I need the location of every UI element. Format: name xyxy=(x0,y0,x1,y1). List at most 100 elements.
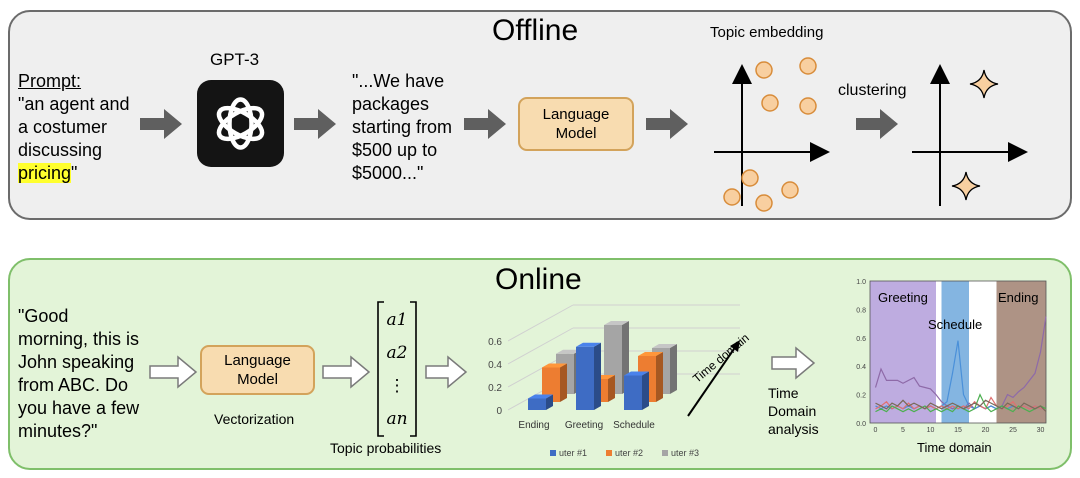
bar-side xyxy=(560,363,567,402)
bar-side xyxy=(594,342,601,410)
legend-swatch xyxy=(606,450,612,456)
embedding-dot xyxy=(755,61,773,79)
arrow-right-icon xyxy=(464,109,506,139)
utterance-line: from ABC. Do xyxy=(18,375,129,395)
generated-line: $5000..." xyxy=(352,163,424,183)
utterance-text: "Good morning, this is John speaking fro… xyxy=(18,305,139,443)
x-tick-label: 5 xyxy=(901,427,905,434)
x-tick-label: 20 xyxy=(982,427,990,434)
band-label-ending: Ending xyxy=(998,290,1039,305)
y-tick-label: 0.0 xyxy=(856,421,866,428)
x-tick-label: 30 xyxy=(1037,427,1045,434)
vector-entry: a1 xyxy=(386,310,408,330)
cluster-star-icon xyxy=(969,69,999,99)
vector-brackets xyxy=(377,301,417,437)
prompt-line: discussing xyxy=(18,140,103,160)
band-greeting xyxy=(870,281,936,423)
tda-line: analysis xyxy=(768,421,819,437)
utterance-line: "Good xyxy=(18,306,69,326)
grid-line xyxy=(507,327,574,365)
time-arrow xyxy=(687,345,737,417)
series-line xyxy=(875,399,1047,413)
openai-logo-icon xyxy=(197,80,284,167)
y-tick-label: 0.8 xyxy=(856,307,866,314)
lm-label: Language xyxy=(542,106,610,123)
arrow-right-icon xyxy=(294,109,336,139)
y-tick-label: 0 xyxy=(496,406,502,417)
embedding-dot xyxy=(741,169,759,187)
bar xyxy=(624,375,642,410)
generated-line: starting from xyxy=(352,117,453,137)
bar-side xyxy=(642,371,649,410)
lm-label: Language xyxy=(224,352,291,369)
bar-top xyxy=(528,394,553,399)
lm-label: Model xyxy=(237,371,278,388)
legend-label: uter #3 xyxy=(671,448,699,458)
embedding-dot xyxy=(781,181,799,199)
bar-top xyxy=(556,349,581,354)
embedding-dot xyxy=(723,188,741,206)
topic-vector: a1 a2 ⋮ an xyxy=(382,304,412,436)
x-tick-label: 25 xyxy=(1009,427,1017,434)
online-title: Online xyxy=(495,263,582,296)
band-schedule xyxy=(941,281,969,423)
y-tick-label: 0.6 xyxy=(856,336,866,343)
vectorization-label: Vectorization xyxy=(214,411,295,427)
band-label-schedule: Schedule xyxy=(928,317,983,332)
x-tick-label: 0 xyxy=(874,427,878,434)
utterance-line: you have a few xyxy=(18,398,140,418)
bar-top xyxy=(542,363,567,368)
y-tick-label: 0.4 xyxy=(856,364,866,371)
band-label-greeting: Greeting xyxy=(878,290,928,305)
bar-side xyxy=(608,375,615,402)
y-tick-label: 0.4 xyxy=(488,360,502,371)
generated-line: $500 up to xyxy=(352,140,438,160)
gray-arrows xyxy=(140,109,898,139)
prompt-label: Prompt: xyxy=(18,71,82,91)
generated-line: packages xyxy=(352,94,430,114)
bar xyxy=(528,398,546,410)
category-label: Schedule xyxy=(613,420,655,431)
bar-side xyxy=(546,394,553,410)
bar-top xyxy=(652,344,677,348)
utterance-line: John speaking xyxy=(18,352,135,372)
x-tick-label: 15 xyxy=(954,427,962,434)
bar-top xyxy=(624,371,649,376)
vector-entry: an xyxy=(386,409,408,429)
bar-top xyxy=(576,342,601,347)
arrow-right-icon xyxy=(856,109,898,139)
hollow-arrow-icon xyxy=(322,355,371,389)
prompt-line-last: pricing" xyxy=(18,162,130,185)
tda-line: Time xyxy=(768,385,799,401)
bar-side xyxy=(656,352,663,402)
arrow-right-icon xyxy=(646,109,688,139)
category-label: Ending xyxy=(518,420,549,431)
lm-label: Model xyxy=(555,125,597,142)
embedding-dot xyxy=(799,97,817,115)
category-label: Greeting xyxy=(565,420,603,431)
y-tick-label: 0.2 xyxy=(488,383,502,394)
bar-side xyxy=(670,344,677,394)
bar xyxy=(542,367,560,402)
hollow-arrow-icon xyxy=(771,346,816,380)
bar xyxy=(576,346,594,410)
prompt-highlight: pricing xyxy=(18,163,72,183)
clustering-label: clustering xyxy=(838,82,907,99)
hollow-arrow-icon xyxy=(149,355,198,389)
bar-top xyxy=(604,321,629,325)
utterance-line: minutes?" xyxy=(18,421,98,441)
topic-probabilities-label: Topic probabilities xyxy=(330,440,442,456)
embedding-dot xyxy=(761,94,779,112)
vector-entry: ⋮ xyxy=(388,376,406,396)
prompt-line: a costumer xyxy=(18,117,108,137)
legend-label: uter #1 xyxy=(559,448,587,458)
generated-line: "...We have xyxy=(352,71,445,91)
legend-swatch xyxy=(550,450,556,456)
bar-top xyxy=(638,352,663,356)
ts-xlabel: Time domain xyxy=(917,440,992,455)
embedding-dot xyxy=(799,57,817,75)
